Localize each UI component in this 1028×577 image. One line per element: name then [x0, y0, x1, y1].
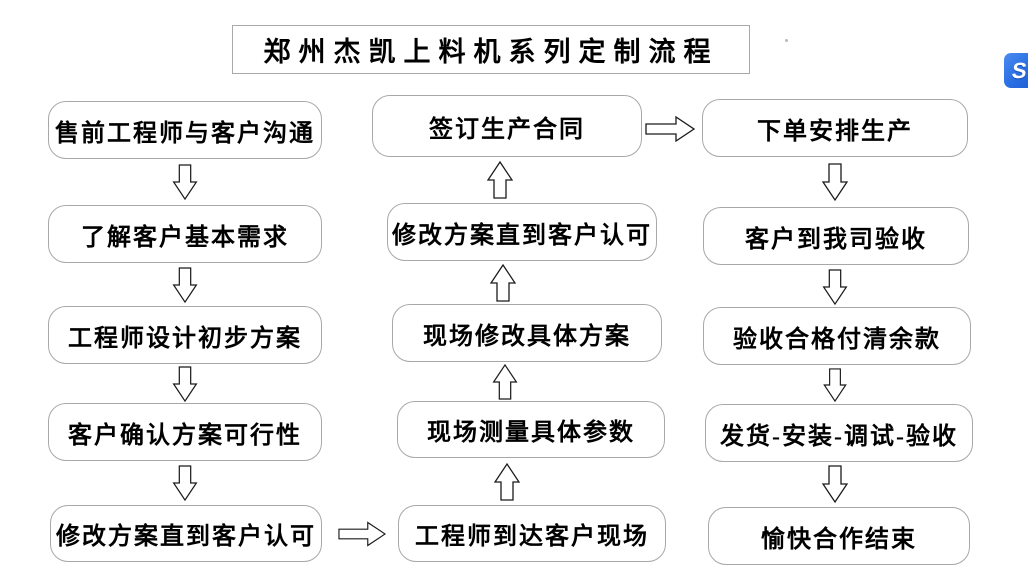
floating-sidebar-badge[interactable]: S	[1004, 53, 1028, 88]
arrow-right-icon	[645, 115, 696, 143]
diagram-title: 郑州杰凯上料机系列定制流程	[232, 25, 750, 74]
arrow-up-icon	[493, 462, 521, 502]
box-revise-until-approved-left: 修改方案直到客户认可	[50, 505, 322, 562]
box-understand-needs: 了解客户基本需求	[48, 205, 322, 263]
box-onsite-revise-plan: 现场修改具体方案	[392, 304, 662, 362]
arrow-down-icon	[821, 465, 849, 504]
arrow-down-icon	[821, 162, 849, 202]
box-customer-acceptance-visit: 客户到我司验收	[703, 207, 969, 265]
box-confirm-feasibility: 客户确认方案可行性	[48, 403, 322, 461]
arrow-down-icon	[172, 267, 198, 304]
arrow-down-icon	[822, 269, 848, 306]
arrow-right-icon	[338, 521, 387, 547]
arrow-down-icon	[172, 164, 198, 201]
arrow-down-icon	[172, 465, 198, 502]
box-revise-until-approved-middle: 修改方案直到客户认可	[387, 203, 657, 261]
box-initial-design: 工程师设计初步方案	[48, 306, 322, 364]
artifact-dot	[785, 39, 788, 42]
box-engineer-arrive-site: 工程师到达客户现场	[398, 505, 666, 562]
badge-s-icon: S	[1009, 57, 1028, 83]
arrow-up-icon	[489, 263, 517, 302]
box-ship-install-debug-accept: 发货-安装-调试-验收	[705, 404, 973, 462]
arrow-up-icon	[492, 363, 518, 400]
box-acceptance-pay-balance: 验收合格付清余款	[703, 307, 971, 365]
arrow-down-icon	[822, 368, 848, 403]
box-happy-cooperation-end: 愉快合作结束	[708, 507, 970, 565]
box-sign-contract: 签订生产合同	[372, 95, 642, 157]
box-place-order-production: 下单安排生产	[702, 99, 968, 157]
arrow-down-icon	[172, 366, 198, 403]
box-onsite-measure-params: 现场测量具体参数	[397, 401, 665, 458]
box-presale-communication: 售前工程师与客户沟通	[48, 101, 322, 159]
arrow-up-icon	[486, 160, 514, 199]
